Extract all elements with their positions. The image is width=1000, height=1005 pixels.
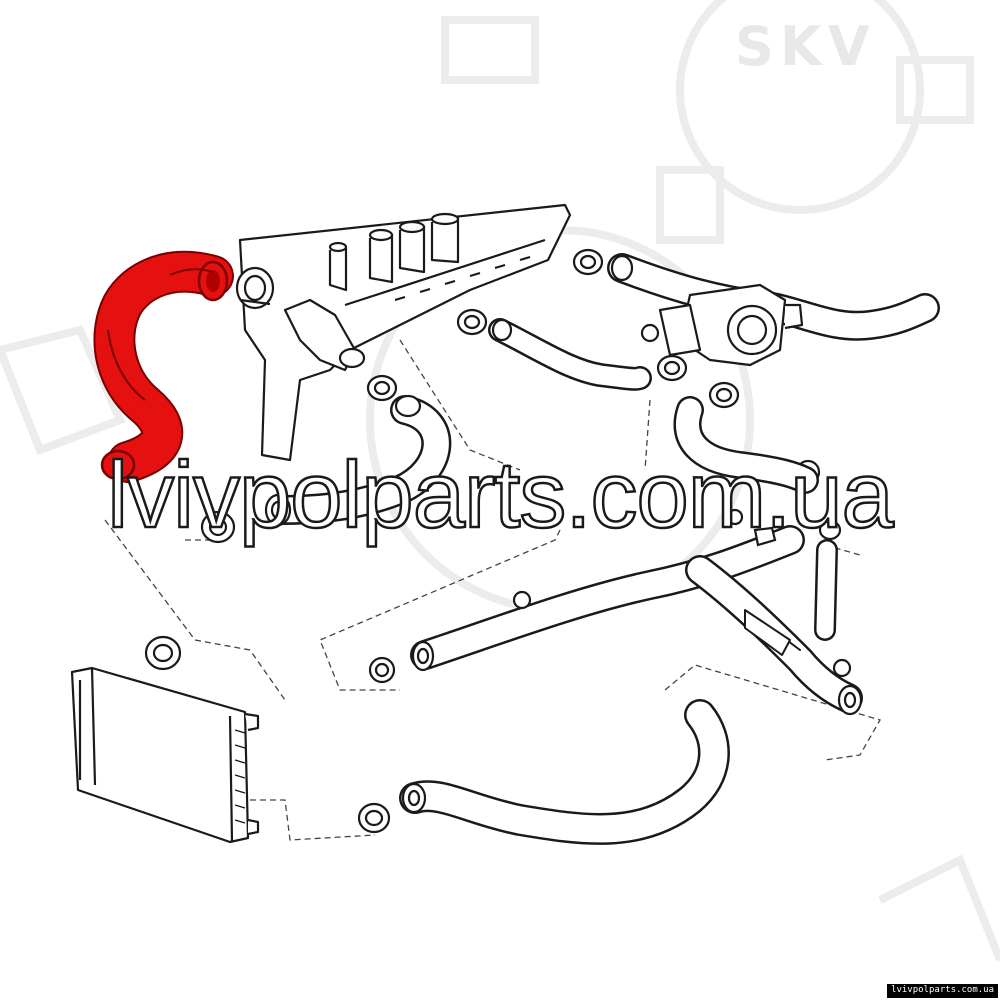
coolant-hoses xyxy=(265,253,940,845)
radiator xyxy=(70,666,260,844)
engine-block xyxy=(238,203,572,462)
pipe-flanges xyxy=(411,508,863,716)
highlighted-upper-radiator-hose xyxy=(93,250,234,483)
watermark-brand-text: SKV xyxy=(735,15,876,78)
hose-ends xyxy=(264,254,634,814)
coolant-pipe-assembly xyxy=(410,525,863,713)
site-watermark-overlay: lvivpolparts.com.ua xyxy=(106,442,895,547)
leader-lines xyxy=(104,339,881,841)
site-tag-footer: lvivpolparts.com.ua xyxy=(887,984,998,998)
throttle-housing xyxy=(640,283,804,367)
